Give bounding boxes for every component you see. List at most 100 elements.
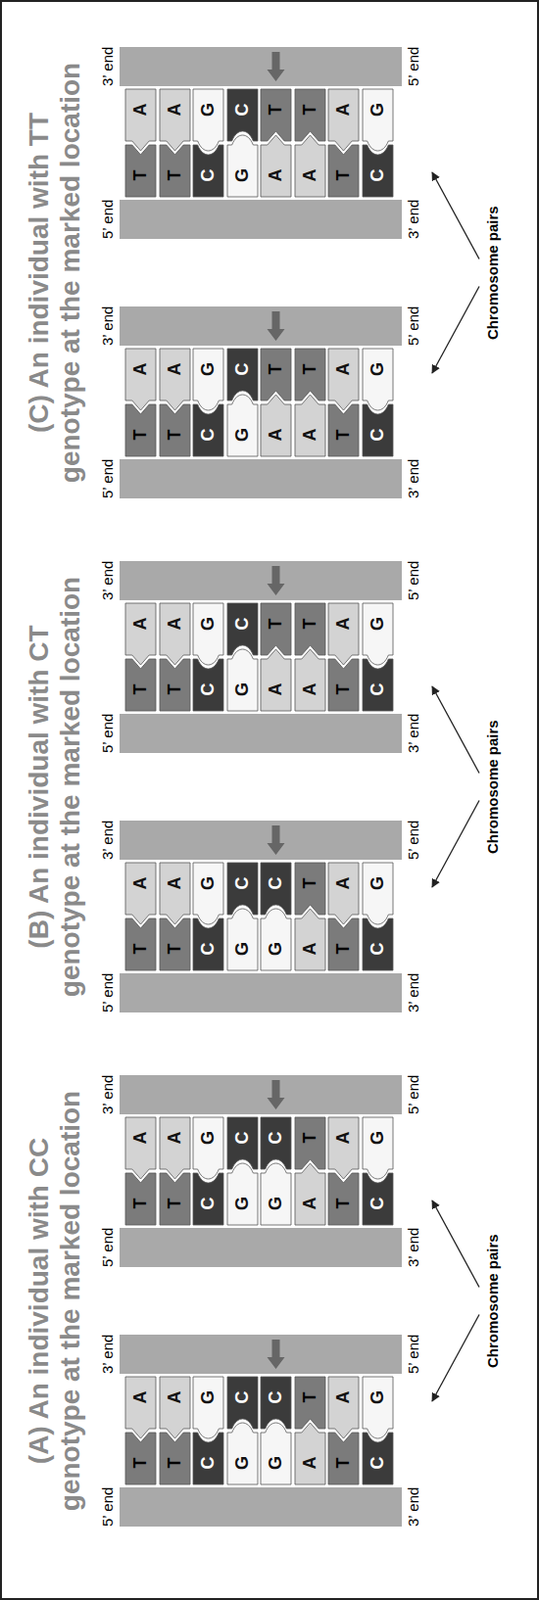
base-letter: C xyxy=(193,672,224,708)
nucleotide-base: C xyxy=(227,1118,258,1182)
base-shape xyxy=(362,863,393,926)
base-shape xyxy=(328,404,359,457)
base-shape xyxy=(227,1164,258,1226)
base-shape xyxy=(328,659,359,712)
base-shape-canvas xyxy=(294,907,326,972)
base-shape-canvas xyxy=(260,89,292,153)
base-letter: T xyxy=(159,1446,191,1482)
nucleotide-base: A xyxy=(328,348,359,413)
base-shape xyxy=(159,919,191,972)
base-shape-canvas xyxy=(328,1118,359,1182)
strand-end-label: 3’ end xyxy=(404,459,423,499)
base-shape-canvas xyxy=(159,348,191,413)
nucleotide-base: T xyxy=(294,89,326,153)
nucleotide-base: G xyxy=(193,348,224,413)
base-shape xyxy=(159,1118,191,1180)
nucleotide-base: G xyxy=(260,1162,292,1226)
base-shape-canvas xyxy=(125,603,156,668)
nucleotide-base: G xyxy=(227,1421,258,1486)
backbone-bar xyxy=(119,1335,402,1375)
base-shape xyxy=(159,659,191,712)
nucleotide-base: A xyxy=(159,348,191,413)
base-letter: T xyxy=(294,351,326,388)
base-shape xyxy=(193,89,224,151)
base-shape-canvas xyxy=(260,348,292,413)
base-letter: T xyxy=(125,1446,156,1482)
base-shape xyxy=(362,659,393,712)
base-shape xyxy=(328,603,359,666)
base-letter: G xyxy=(193,866,224,902)
base-shape xyxy=(193,404,224,457)
base-shape xyxy=(125,863,156,926)
base-shape-canvas xyxy=(260,907,292,972)
nucleotide-base: C xyxy=(260,863,292,928)
nucleotide-base: G xyxy=(362,1377,393,1442)
panel-title: (C) An individual with TT genotype at th… xyxy=(23,54,87,491)
base-letter: G xyxy=(227,417,258,453)
base-shape-canvas xyxy=(125,1377,156,1442)
base-shape xyxy=(260,1423,292,1486)
leader-arrow xyxy=(432,287,480,375)
nucleotide-base: A xyxy=(260,392,292,457)
nucleotide-base: G xyxy=(193,89,224,153)
base-letter: G xyxy=(260,1186,292,1223)
base-letter: T xyxy=(125,157,156,194)
nucleotide-base: A xyxy=(328,863,359,928)
base-shape xyxy=(159,145,191,197)
strand-end-label: 5’ end xyxy=(404,1335,423,1375)
base-letter: A xyxy=(125,606,156,642)
base-letter: T xyxy=(328,157,359,194)
base-letter: G xyxy=(227,1186,258,1223)
base-shape-canvas xyxy=(328,603,359,668)
strand-end-label: 5’ end xyxy=(404,47,423,87)
base-shape xyxy=(159,863,191,926)
base-shape xyxy=(362,1433,393,1486)
base-shape xyxy=(294,394,326,457)
base-shape xyxy=(193,1433,224,1486)
strand-end-label: 3’ end xyxy=(404,1228,423,1269)
base-letter: T xyxy=(260,351,292,388)
strand-end-label: 3’ end xyxy=(404,974,423,1014)
base-shape-canvas xyxy=(193,89,224,153)
base-letter: C xyxy=(227,92,258,128)
base-letter: C xyxy=(193,417,224,453)
nucleotide-base: G xyxy=(193,863,224,928)
base-shape xyxy=(159,603,191,666)
nucleotide-base: A xyxy=(125,89,156,153)
nucleotide-base: A xyxy=(294,1162,326,1226)
base-letter: A xyxy=(125,351,156,388)
nucleotide-base: G xyxy=(362,89,393,153)
base-letter: A xyxy=(159,1121,191,1157)
nucleotide-base: A xyxy=(328,89,359,153)
base-shape-canvas xyxy=(260,863,292,928)
backbone-bar xyxy=(119,1076,402,1116)
base-letter: G xyxy=(193,351,224,388)
nucleotide-base: G xyxy=(362,863,393,928)
base-shape-canvas xyxy=(125,89,156,153)
base-shape xyxy=(227,89,258,142)
base-shape xyxy=(159,1377,191,1440)
base-letter: C xyxy=(260,1121,292,1157)
base-shape-canvas xyxy=(227,348,258,413)
base-shape-canvas xyxy=(193,1377,224,1442)
base-letter: A xyxy=(294,1446,326,1482)
base-letter: G xyxy=(227,1446,258,1482)
base-letter: C xyxy=(260,1380,292,1417)
base-letter: G xyxy=(227,931,258,968)
base-letter: C xyxy=(362,1186,393,1223)
nucleotide-base: A xyxy=(125,348,156,413)
base-shape-canvas xyxy=(328,863,359,928)
base-shape xyxy=(227,135,258,197)
nucleotide-base: T xyxy=(260,348,292,413)
base-shape xyxy=(260,1164,292,1226)
base-shape xyxy=(328,1174,359,1226)
leader-arrow xyxy=(432,801,480,889)
base-shape xyxy=(125,145,156,197)
base-letter: A xyxy=(328,606,359,642)
backbone-bar xyxy=(119,306,402,346)
nucleotide-base: A xyxy=(294,1421,326,1486)
strand-end-label: 5’ end xyxy=(98,974,117,1014)
strand-end-label: 3’ end xyxy=(98,561,117,601)
nucleotide-base: G xyxy=(227,647,258,712)
base-letter: C xyxy=(193,1186,224,1223)
